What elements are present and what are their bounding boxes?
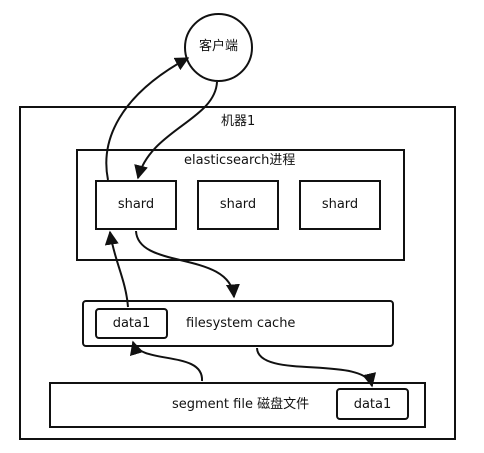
machine-1-label: 机器1: [221, 114, 256, 129]
disk-data1-box: [336, 388, 409, 420]
edge-shard-to-cache: [135, 230, 240, 299]
edge-cache-data-to-shard: [104, 230, 129, 308]
cache-data1-box: [95, 308, 168, 339]
edge-client-to-shard: [134, 81, 218, 180]
cache-data1-label: data1: [112, 316, 151, 331]
shard-1: [95, 180, 177, 230]
client-node: [184, 13, 253, 82]
shard-2: [197, 180, 279, 230]
shard-1-label: shard: [117, 197, 155, 212]
elasticsearch-process-label: elasticsearch进程: [184, 153, 296, 168]
edge-disk-to-cache-data: [130, 340, 204, 382]
disk-label: segment file 磁盘文件: [172, 397, 310, 412]
edge-cache-to-disk-data: [256, 347, 377, 388]
shard-3: [299, 180, 381, 230]
filesystem-cache-label: filesystem cache: [186, 316, 296, 331]
shard-3-label: shard: [321, 197, 359, 212]
shard-2-label: shard: [219, 197, 257, 212]
edge-shard-to-client: [105, 57, 190, 181]
disk-data1-label: data1: [353, 397, 392, 412]
client-label: 客户端: [198, 39, 238, 54]
